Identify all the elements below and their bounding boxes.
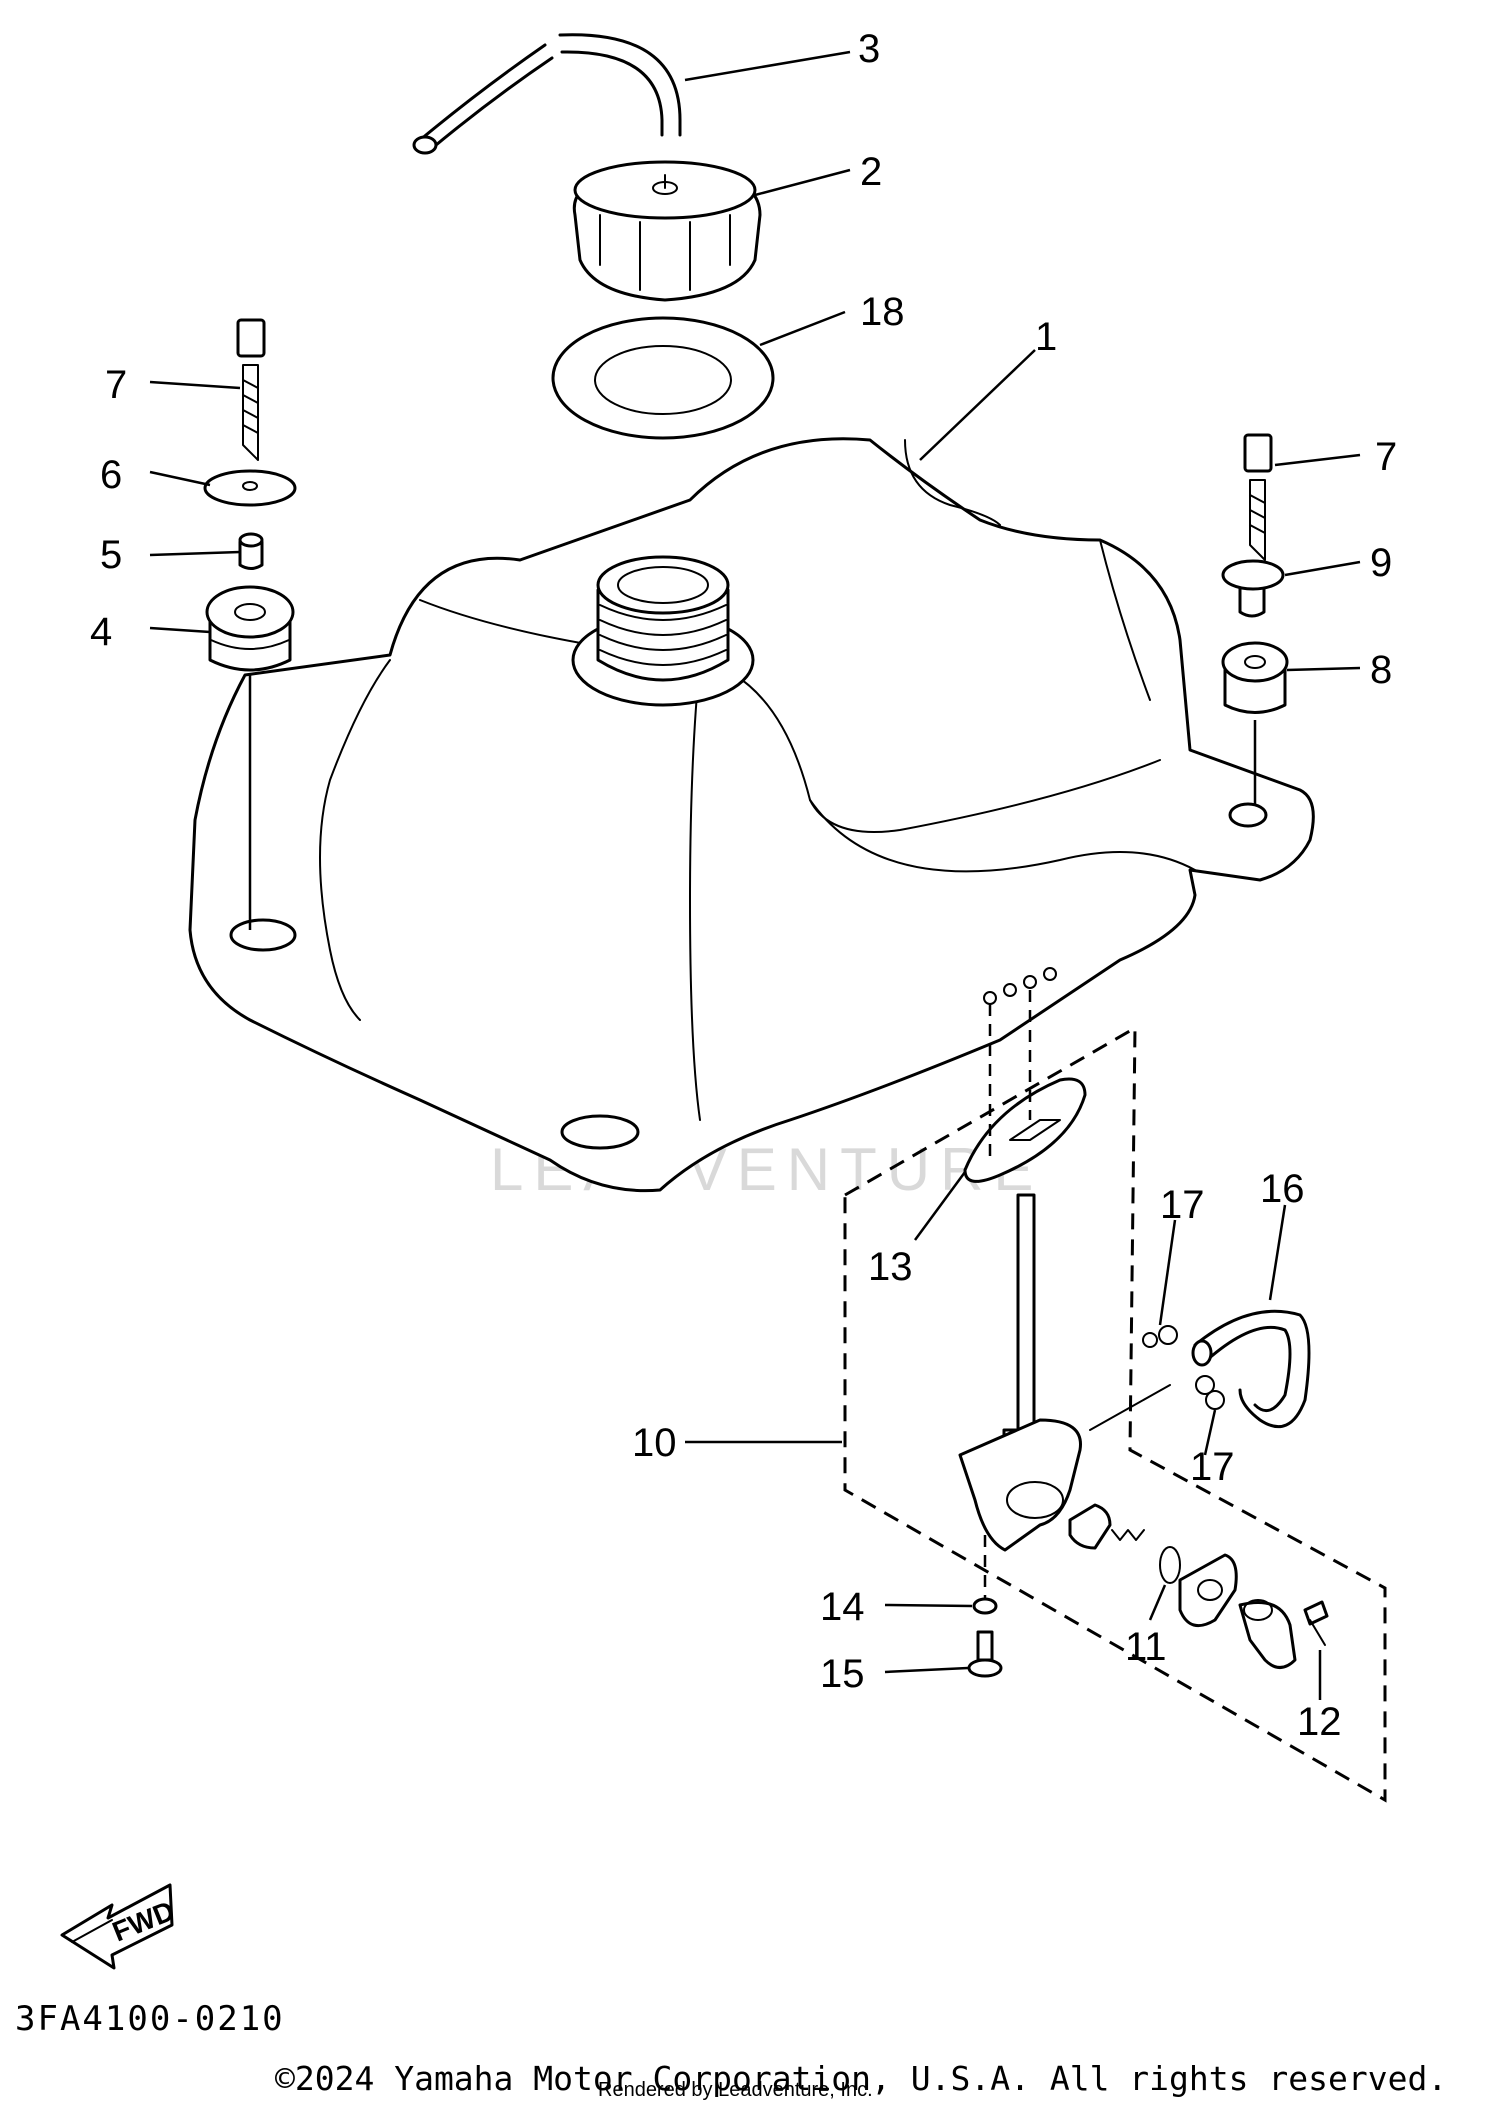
- right-mount-stack: [1221, 433, 1289, 805]
- callout-11: 11: [1125, 1625, 1167, 1669]
- callout-17-top: 17: [1160, 1183, 1205, 1227]
- copyright-text: ©2024 Yamaha Motor Corporation, U.S.A. A…: [275, 2059, 1447, 2098]
- tank-cap: [572, 160, 762, 302]
- callout-17-bottom: 17: [1190, 1445, 1235, 1489]
- callout-18: 18: [860, 290, 905, 334]
- leader-lines: [149, 50, 1361, 1700]
- callout-3: 3: [858, 27, 880, 71]
- breather-hose: [412, 33, 682, 155]
- callout-15: 15: [820, 1652, 865, 1696]
- callout-1: 1: [1035, 315, 1057, 359]
- callout-7-left: 7: [105, 363, 127, 407]
- left-mount-stack: [203, 318, 297, 930]
- callout-2: 2: [860, 150, 882, 194]
- callout-6: 6: [100, 453, 122, 497]
- callout-12: 12: [1297, 1700, 1342, 1744]
- callout-5: 5: [100, 533, 122, 577]
- callout-14: 14: [820, 1585, 865, 1629]
- fuel-tank: [188, 437, 1315, 1193]
- fuel-cock-assembly: [843, 967, 1387, 1803]
- callout-9: 9: [1370, 541, 1392, 585]
- callout-13: 13: [868, 1245, 913, 1289]
- callout-7-right: 7: [1375, 435, 1397, 479]
- callouts: 1 2 3 4 5 6 7 7 8 9 10 11 12 13 14 15 16…: [90, 27, 1397, 1744]
- callout-16: 16: [1260, 1167, 1305, 1211]
- diagram-code: 3FA4100-0210: [15, 1999, 285, 2039]
- callout-8: 8: [1370, 648, 1392, 692]
- fwd-arrow-icon: FWD: [60, 1883, 179, 1970]
- cap-gasket: [551, 316, 775, 440]
- rendered-by-text: Rendered by Leadventure, Inc.: [598, 2079, 873, 2101]
- callout-10: 10: [632, 1421, 677, 1465]
- callout-4: 4: [90, 610, 112, 654]
